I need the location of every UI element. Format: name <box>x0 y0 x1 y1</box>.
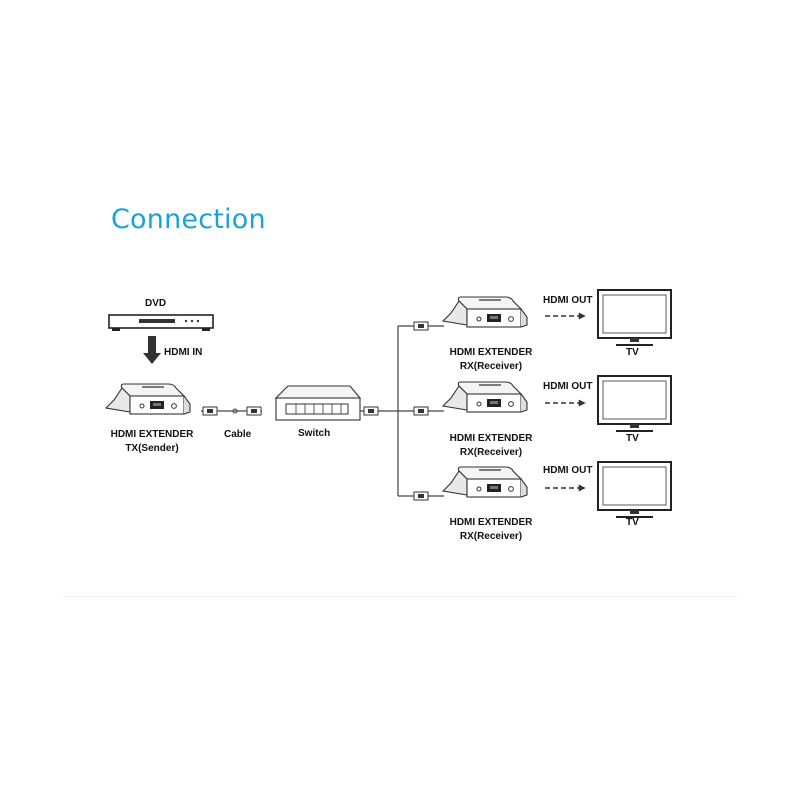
hdmi-extender-tx-icon <box>105 383 191 415</box>
tv-icon <box>597 289 672 346</box>
hdmi-out-label: HDMI OUT <box>543 381 593 392</box>
hdmi-out-label: HDMI OUT <box>543 295 593 306</box>
rx-label-line2: RX(Receiver) <box>459 531 523 542</box>
hdmi-in-arrow-icon <box>143 336 161 364</box>
rx-label-line2: RX(Receiver) <box>459 361 523 372</box>
tv-label: TV <box>626 433 639 444</box>
hdmi-extender-rx-icon <box>442 381 528 413</box>
rx-label-line1: HDMI EXTENDER <box>449 433 533 444</box>
hdmi-in-label: HDMI IN <box>164 347 203 358</box>
tv-label: TV <box>626 347 639 358</box>
dvd-label: DVD <box>145 298 167 309</box>
network-cable-icon <box>201 406 262 416</box>
tv-icon <box>597 375 672 432</box>
rx-label-line2: RX(Receiver) <box>459 447 523 458</box>
switch-label: Switch <box>298 428 331 439</box>
tv-label: TV <box>626 517 639 528</box>
divider <box>62 596 738 597</box>
tx-label-line1: HDMI EXTENDER <box>110 429 194 440</box>
rx-label-line1: HDMI EXTENDER <box>449 347 533 358</box>
tx-label-line2: TX(Sender) <box>125 443 179 454</box>
hdmi-extender-rx-icon <box>442 466 528 498</box>
dvd-player-icon <box>108 314 214 331</box>
rx-label-line1: HDMI EXTENDER <box>449 517 533 528</box>
cable-label: Cable <box>224 429 252 440</box>
distribution-cable-icon <box>360 321 444 501</box>
tv-icon <box>597 461 672 518</box>
page-title: Connection <box>111 204 266 235</box>
hdmi-extender-rx-icon <box>442 296 528 328</box>
hdmi-out-label: HDMI OUT <box>543 465 593 476</box>
network-switch-icon <box>274 385 362 421</box>
